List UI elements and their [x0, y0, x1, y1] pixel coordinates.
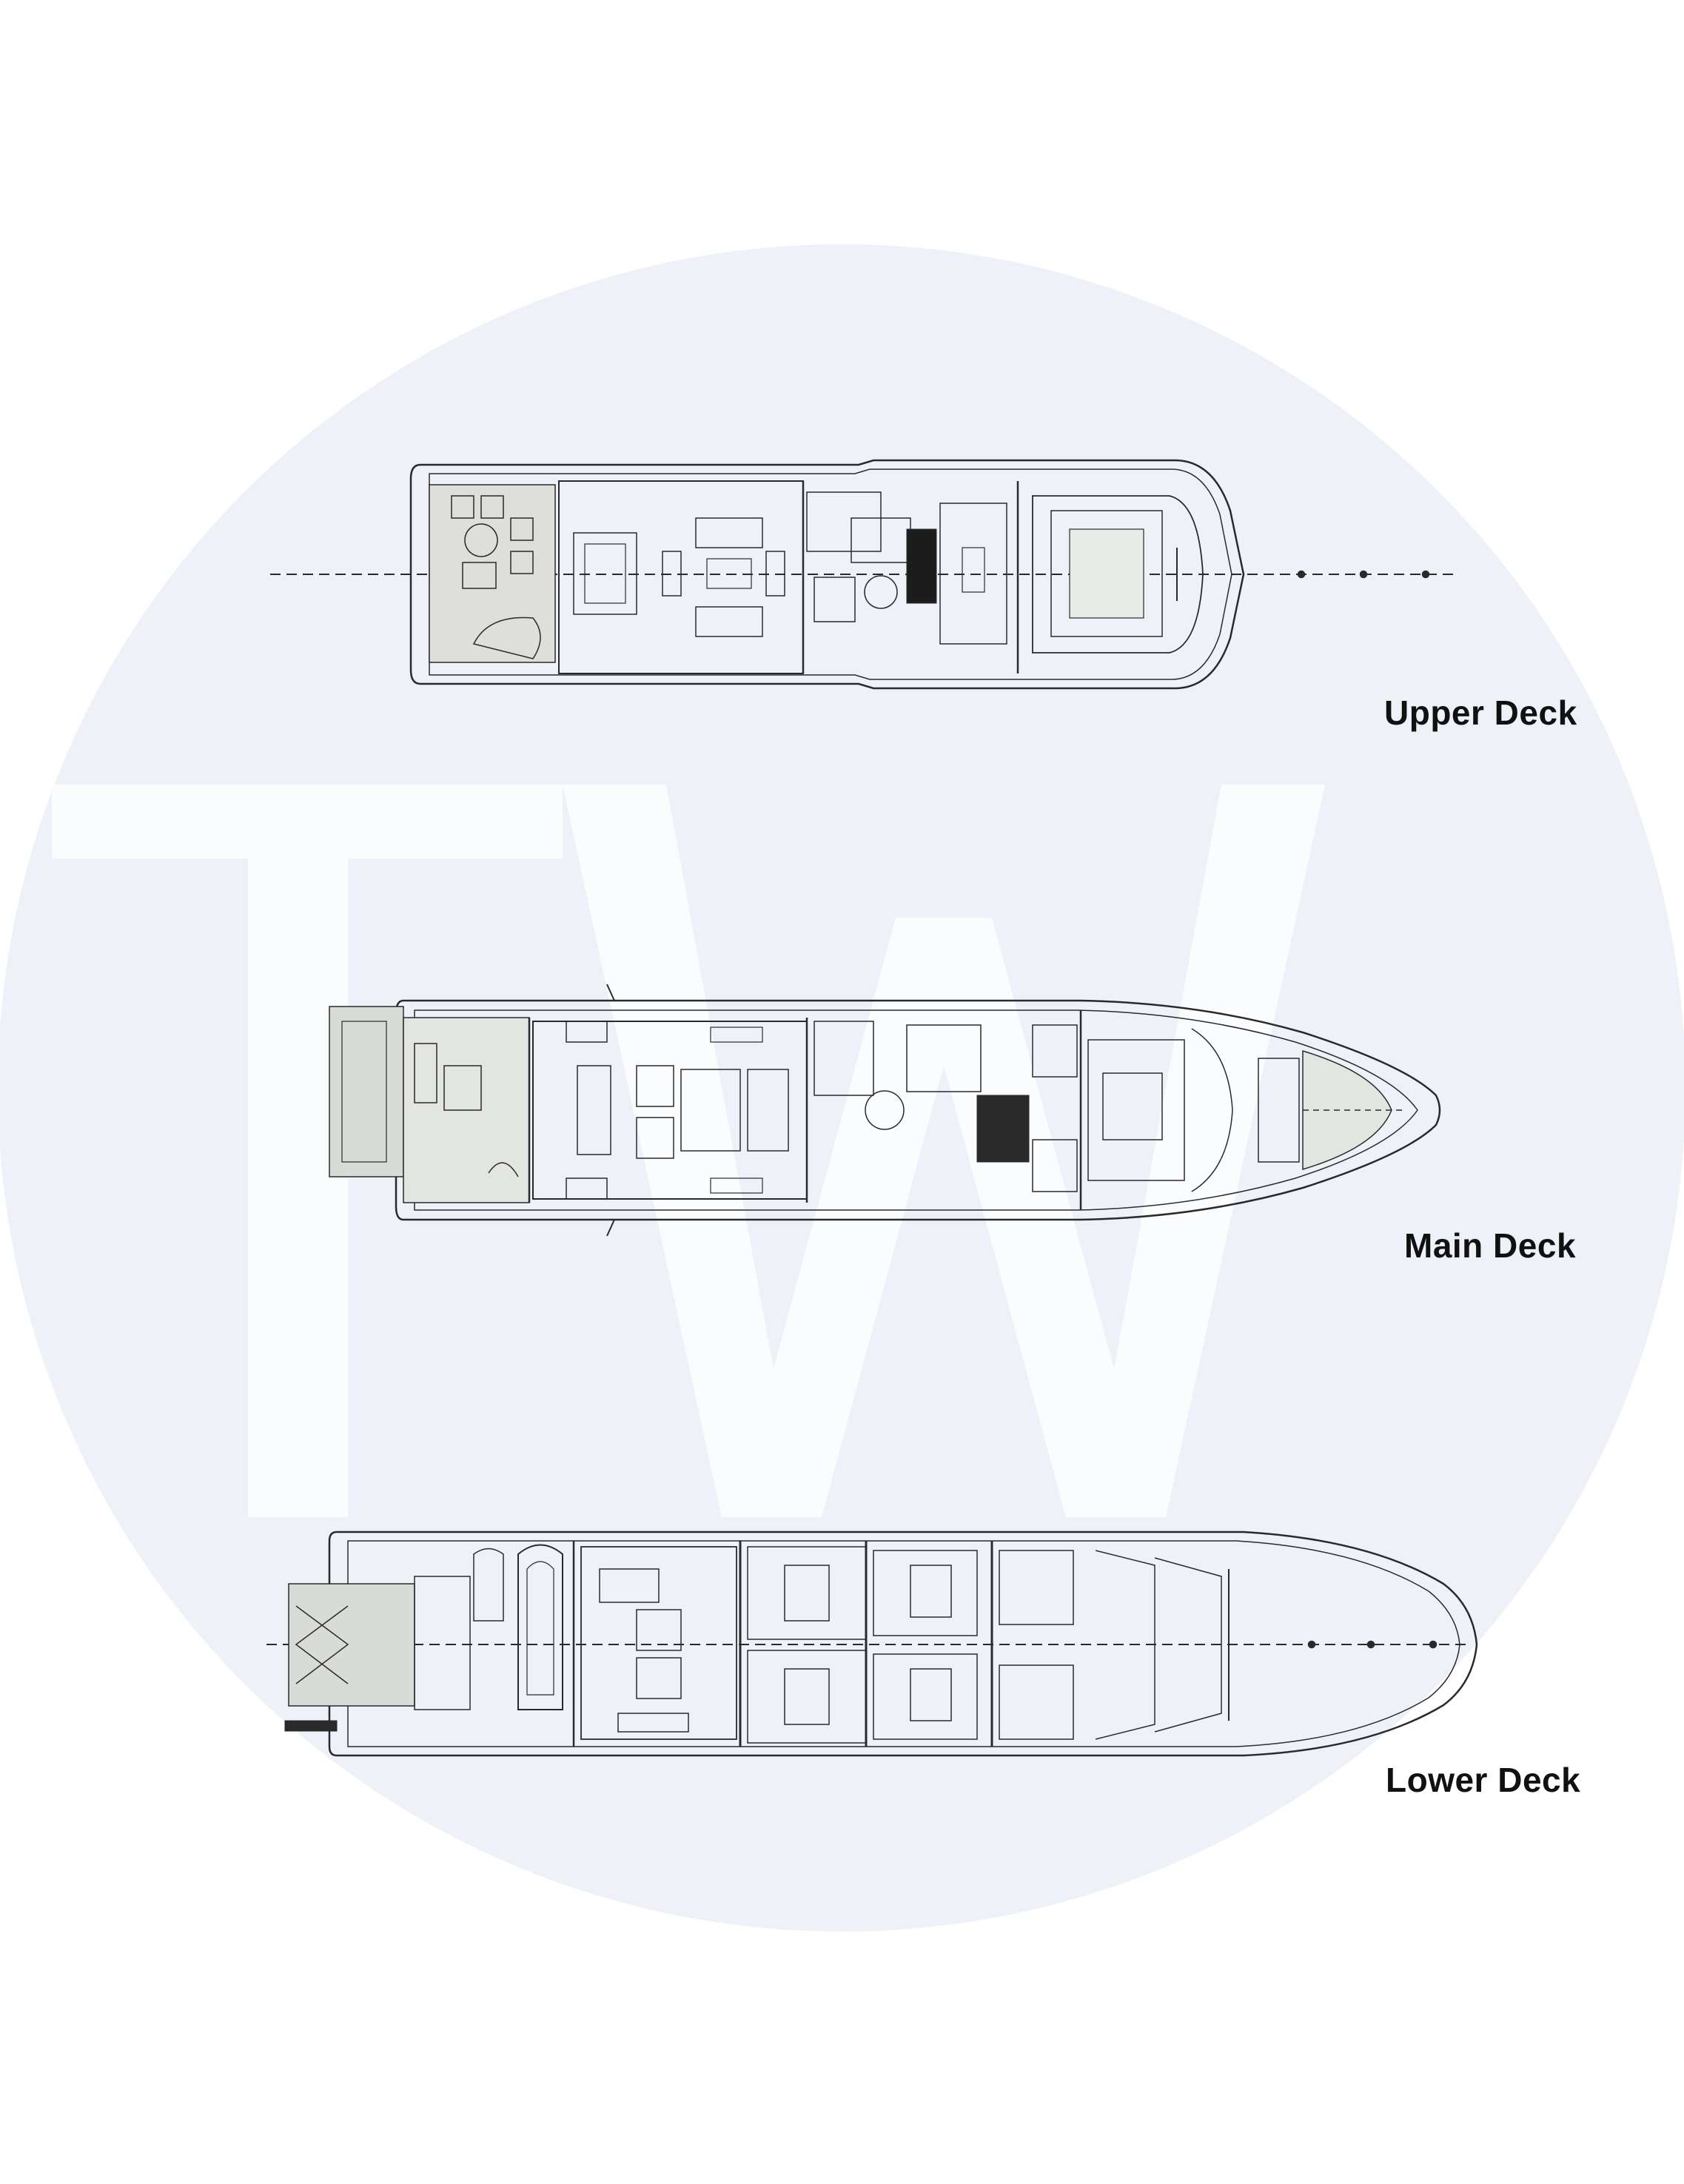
sofa — [414, 1043, 437, 1103]
point — [1366, 1640, 1375, 1649]
guest-cabin — [873, 1653, 978, 1740]
wing-console — [1191, 1028, 1233, 1192]
sofa — [747, 1069, 789, 1152]
seat — [510, 517, 534, 541]
helm-station — [1258, 1058, 1300, 1163]
tender-inner — [526, 1561, 554, 1696]
bed — [784, 1668, 830, 1725]
tender — [517, 1544, 563, 1710]
swim-platform — [329, 1006, 404, 1177]
watermark-letter-t — [52, 784, 563, 1517]
point — [1297, 570, 1306, 579]
lower-deck-plan — [266, 1531, 1478, 1757]
chair — [765, 551, 785, 597]
platform-detail — [341, 1021, 387, 1163]
chair — [662, 551, 682, 597]
coffee-table — [706, 558, 752, 589]
hull-outline — [395, 999, 1441, 1221]
equipment — [636, 1657, 682, 1699]
dining-table — [573, 532, 637, 615]
antenna — [606, 1219, 615, 1237]
sofa — [695, 606, 763, 637]
sofa-group — [680, 1069, 741, 1152]
seat — [480, 495, 504, 519]
bench — [617, 1713, 689, 1733]
jet-ski — [473, 1548, 504, 1622]
stair-spiral — [864, 575, 898, 609]
crew-cabin — [999, 1550, 1074, 1625]
guest-cabin — [873, 1550, 978, 1636]
head — [1032, 1139, 1078, 1192]
table — [443, 1065, 482, 1111]
hull-outline — [328, 1531, 1478, 1757]
seat — [451, 495, 474, 519]
bed — [784, 1565, 830, 1622]
beach-club — [288, 1583, 415, 1707]
inner-hull — [429, 468, 1232, 680]
pantry — [814, 577, 856, 622]
hull-outline — [409, 459, 1245, 690]
helm — [962, 547, 985, 593]
main-deck-label: Main Deck — [1404, 1226, 1577, 1265]
stair — [488, 1162, 519, 1177]
fixture — [906, 528, 937, 604]
sofa — [695, 517, 763, 548]
aft-deck — [429, 484, 556, 663]
crew-cabin — [999, 1664, 1074, 1740]
upper-deck-plan — [270, 459, 1458, 690]
gangway — [284, 1720, 338, 1732]
stair-block — [976, 1095, 1030, 1163]
equipment — [636, 1609, 682, 1651]
galley — [814, 1021, 874, 1096]
sideboard — [710, 1027, 763, 1043]
crew-area — [580, 1546, 737, 1740]
lazarette — [414, 1576, 471, 1710]
buffet — [577, 1065, 611, 1155]
lower-deck-label: Lower Deck — [1386, 1761, 1581, 1799]
seat — [510, 551, 534, 574]
round-table — [464, 523, 498, 557]
point — [1307, 1640, 1316, 1649]
spiral-stair — [472, 616, 541, 659]
watermark-circle — [0, 244, 1684, 1932]
bridge — [939, 503, 1007, 645]
stair-well — [806, 491, 882, 552]
point — [1429, 1640, 1438, 1649]
master-stateroom — [1087, 1039, 1185, 1181]
bed — [1102, 1072, 1163, 1140]
table — [462, 562, 497, 589]
inner-hull — [414, 1009, 1418, 1211]
forepeak-compartment — [1095, 1550, 1155, 1740]
antenna — [606, 984, 615, 1001]
cabinet — [566, 1177, 608, 1200]
cabin — [906, 1024, 982, 1092]
table — [636, 1117, 674, 1159]
main-deck-plan — [329, 984, 1441, 1237]
point — [1421, 570, 1430, 579]
bed — [910, 1565, 952, 1618]
point — [1359, 570, 1368, 579]
crew-table — [599, 1568, 660, 1603]
dining-top — [584, 543, 626, 604]
head — [1032, 1024, 1078, 1078]
cabinet — [566, 1021, 608, 1043]
sunpad — [1069, 528, 1144, 619]
sideboard — [710, 1177, 763, 1194]
foredeck-lounge — [1050, 510, 1163, 637]
bed — [910, 1668, 952, 1721]
spiral-stair — [865, 1090, 905, 1130]
foredeck — [1032, 495, 1204, 653]
table — [636, 1065, 674, 1107]
forepeak-compartment — [1154, 1557, 1222, 1733]
platform-detail — [295, 1605, 349, 1684]
watermark-logo — [0, 244, 1684, 1932]
upper-deck-label: Upper Deck — [1384, 693, 1577, 732]
watermark-letter-w — [563, 784, 1325, 1517]
inner-hull — [347, 1540, 1460, 1747]
